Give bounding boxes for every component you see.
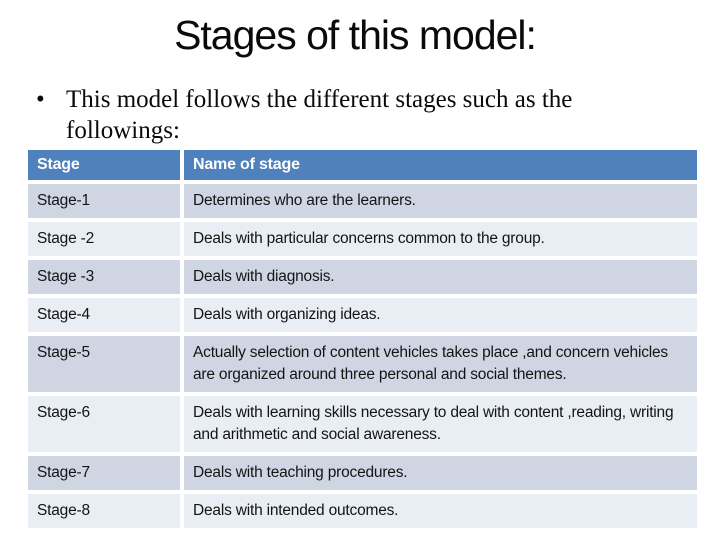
stage-cell: Stage-8: [28, 494, 180, 528]
header-cell-stage: Stage: [28, 150, 180, 180]
name-cell: Deals with particular concerns common to…: [184, 222, 697, 256]
stage-cell: Stage -3: [28, 260, 180, 294]
stage-cell: Stage-4: [28, 298, 180, 332]
header-cell-name: Name of stage: [184, 150, 697, 180]
name-cell: Actually selection of content vehicles t…: [184, 336, 697, 392]
stage-cell: Stage-7: [28, 456, 180, 490]
stages-table: Stage Name of stage Stage-1 Determines w…: [24, 146, 701, 532]
name-cell: Deals with diagnosis.: [184, 260, 697, 294]
stage-cell: Stage -2: [28, 222, 180, 256]
table-row: Stage -3 Deals with diagnosis.: [28, 260, 697, 294]
name-cell: Deals with teaching procedures.: [184, 456, 697, 490]
table-row: Stage -2 Deals with particular concerns …: [28, 222, 697, 256]
stage-cell: Stage-5: [28, 336, 180, 392]
stage-cell: Stage-6: [28, 396, 180, 452]
name-cell: Deals with organizing ideas.: [184, 298, 697, 332]
page-title: Stages of this model:: [174, 12, 537, 58]
table-row: Stage-1 Determines who are the learners.: [28, 184, 697, 218]
bullet-icon: •: [36, 86, 45, 113]
name-cell: Deals with intended outcomes.: [184, 494, 697, 528]
table-row: Stage-5 Actually selection of content ve…: [28, 336, 697, 392]
table-header-row: Stage Name of stage: [28, 150, 697, 180]
bullet-item: • This model follows the different stage…: [36, 84, 652, 146]
table-row: Stage-4 Deals with organizing ideas.: [28, 298, 697, 332]
name-cell: Deals with learning skills necessary to …: [184, 396, 697, 452]
table-row: Stage-6 Deals with learning skills neces…: [28, 396, 697, 452]
table-row: Stage-7 Deals with teaching procedures.: [28, 456, 697, 490]
bullet-text: This model follows the different stages …: [66, 86, 573, 144]
table-row: Stage-8 Deals with intended outcomes.: [28, 494, 697, 528]
stage-cell: Stage-1: [28, 184, 180, 218]
name-cell: Determines who are the learners.: [184, 184, 697, 218]
